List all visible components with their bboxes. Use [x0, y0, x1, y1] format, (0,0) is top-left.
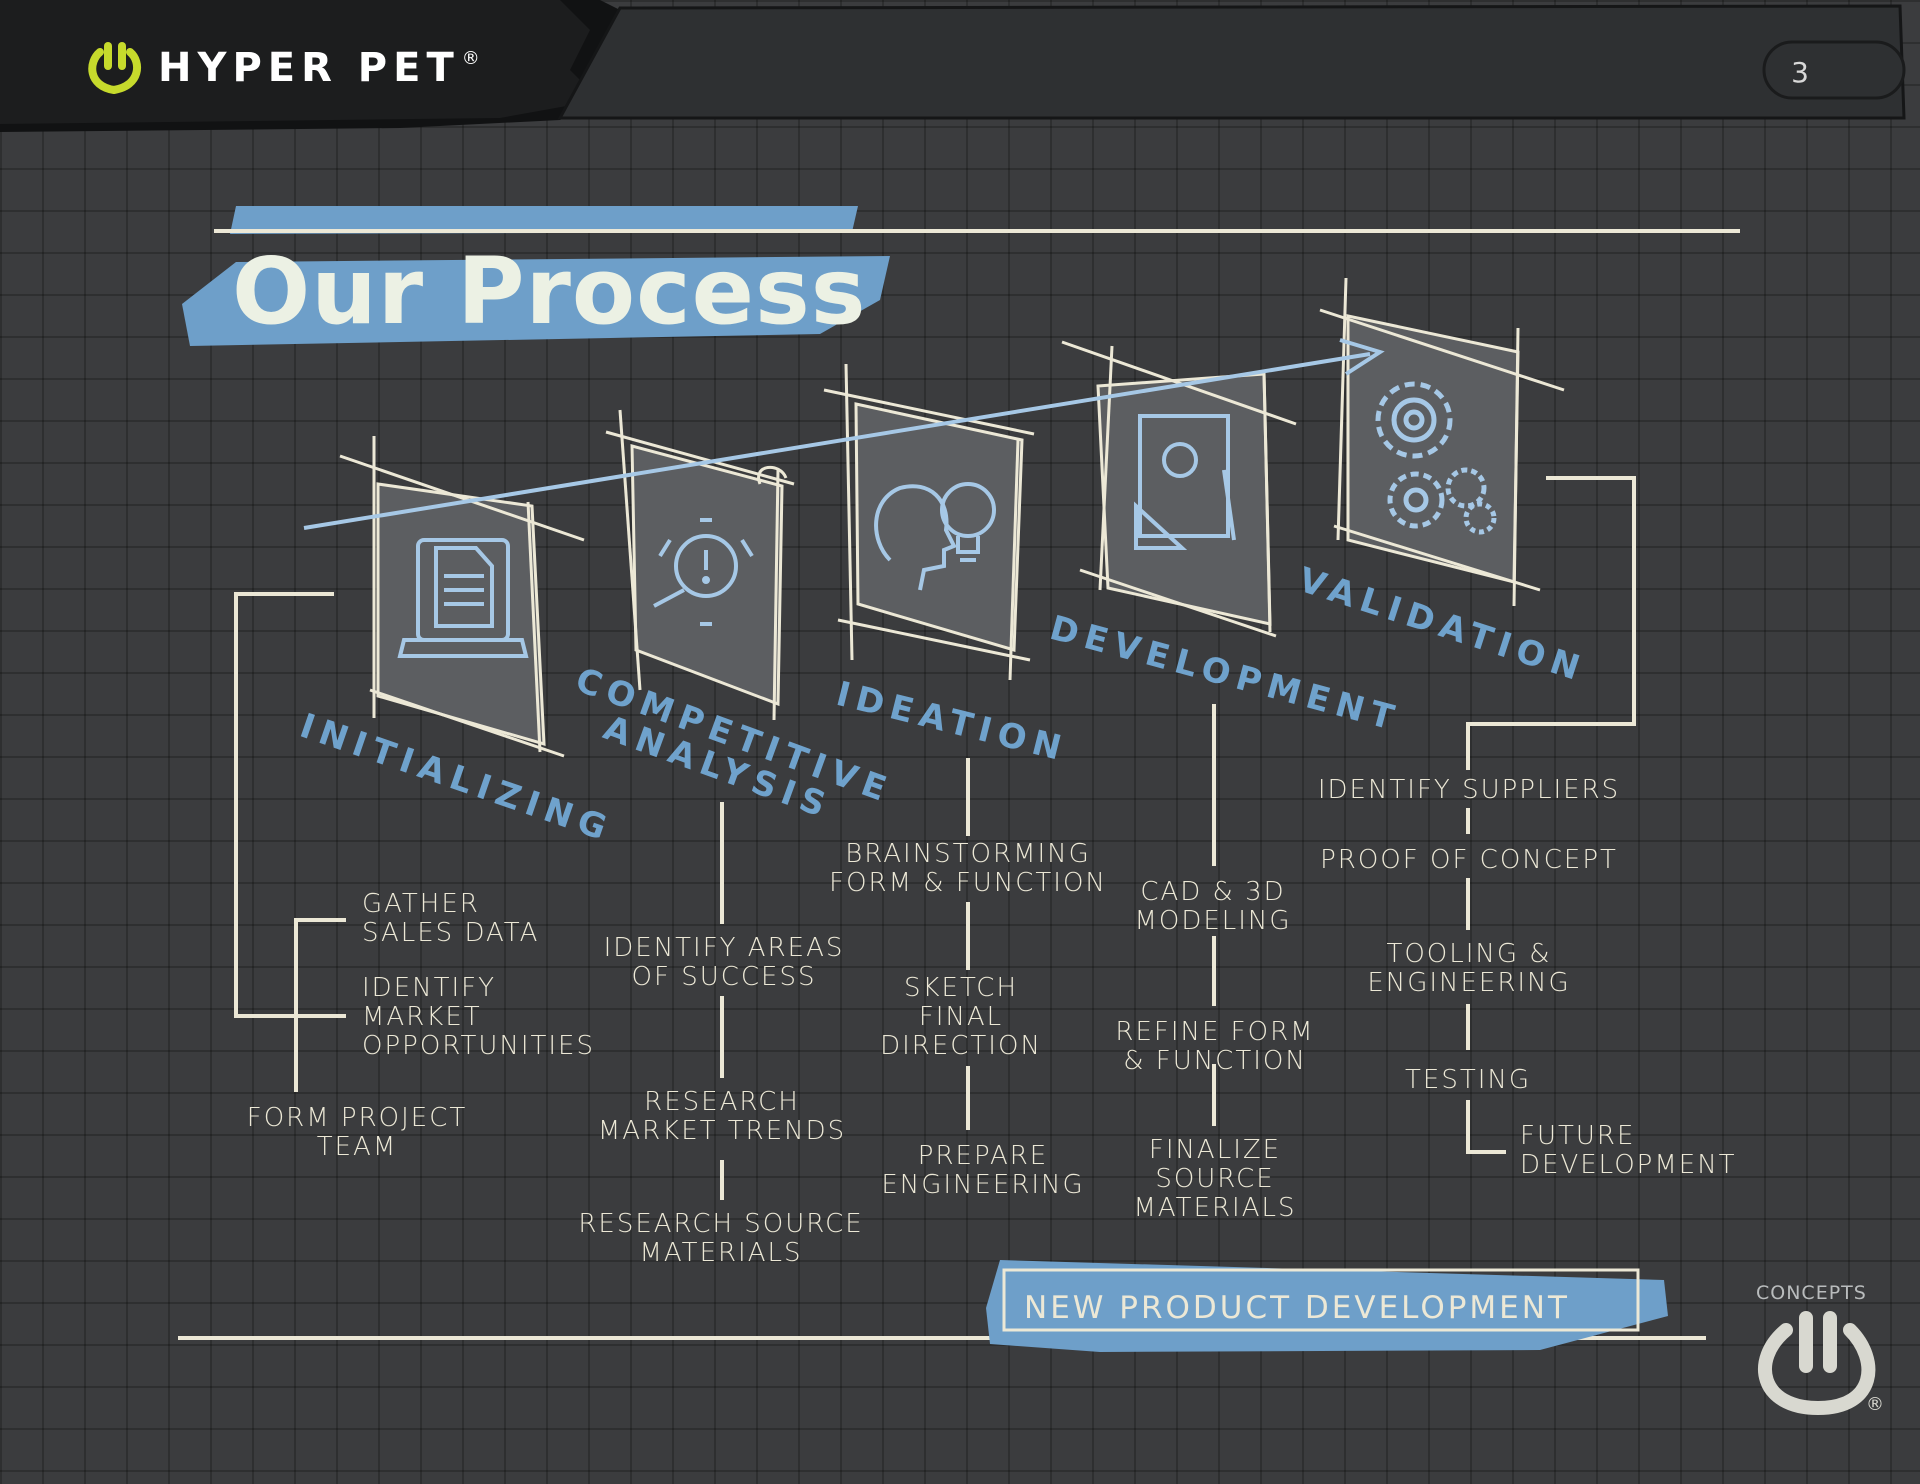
card-validation — [1319, 277, 1565, 607]
step-identify-market-opportunities: Identify Market Opportunities — [362, 973, 595, 1061]
step-finalize-source-materials: Finalize Source Materials — [1133, 1135, 1297, 1223]
step-cad-3d-modeling: CAD & 3D Modeling — [1134, 877, 1292, 936]
step-gather-sales-data: Gather Sales Data — [362, 889, 540, 948]
magnifier-alert-icon — [653, 518, 754, 626]
laptop-document-icon — [397, 538, 529, 658]
power-smile-icon — [88, 42, 141, 95]
page-number: 3 — [1791, 56, 1809, 89]
step-brainstorming: Brainstorming Form & Function — [829, 839, 1107, 898]
header-bar — [0, 0, 1906, 132]
card-competitive-analysis — [605, 409, 795, 721]
brand-name: HYPER PET — [158, 45, 460, 91]
step-sketch-final-direction: Sketch Final Direction — [880, 973, 1042, 1061]
card-initializing — [339, 436, 585, 758]
blueprint-ruler-icon — [1134, 414, 1236, 550]
step-identify-areas-of-success: Identify Areas of Success — [603, 933, 845, 992]
step-prepare-engineering: Prepare Engineering — [881, 1141, 1085, 1200]
step-research-source-materials: Research Source Materials — [578, 1209, 864, 1268]
brand-logo: HYPER PET ® — [84, 40, 480, 96]
gears-icon — [1375, 381, 1497, 535]
step-proof-of-concept: Proof of Concept — [1320, 845, 1618, 875]
step-identify-suppliers: Identify Suppliers — [1317, 775, 1621, 805]
card-ideation — [823, 363, 1035, 681]
card-development — [1061, 340, 1297, 638]
step-refine-form-function: Refine Form & Function — [1115, 1017, 1315, 1076]
step-tooling-engineering: Tooling & Engineering — [1367, 939, 1571, 998]
step-form-project-team: Form Project Team — [246, 1103, 468, 1162]
svg-text:®: ® — [1866, 1394, 1884, 1415]
registered-mark: ® — [461, 47, 480, 69]
page-title: Our Process — [232, 238, 867, 345]
footer-label: New Product Development — [1024, 1290, 1570, 1326]
step-research-market-trends: Research Market Trends — [597, 1087, 847, 1146]
step-future-development: Future Development — [1520, 1121, 1737, 1180]
concepts-logo-icon — [1758, 1311, 1876, 1416]
step-testing: Testing — [1405, 1065, 1531, 1095]
head-lightbulb-icon — [874, 482, 996, 591]
concepts-label: CONCEPTS — [1756, 1282, 1867, 1304]
